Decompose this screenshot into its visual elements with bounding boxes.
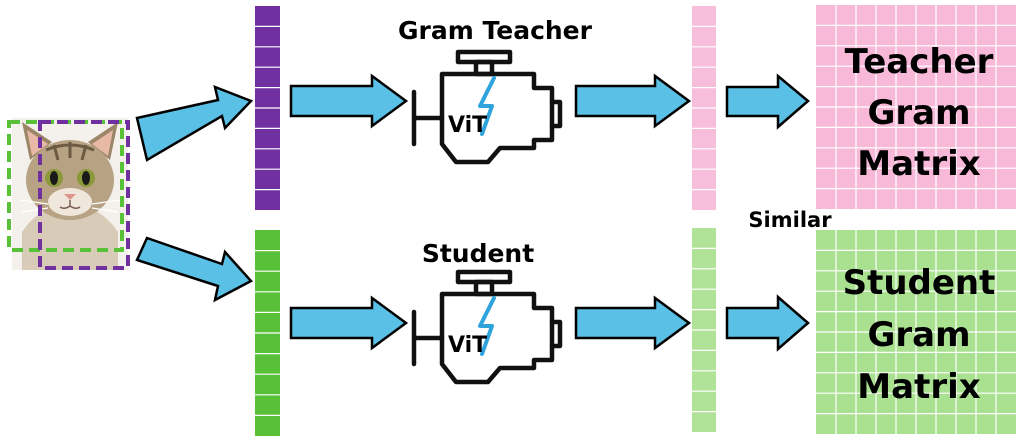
teacher-output-tokens: [692, 6, 716, 210]
arrow-teacher-tokens-to-engine: [289, 73, 409, 129]
student-model-label: Student: [422, 239, 534, 268]
engine-vit-label: ViT: [448, 113, 487, 138]
teacher-matrix-label: Teacher Gram Matrix: [845, 42, 994, 184]
arrow-student-output-to-matrix: [725, 294, 810, 352]
teacher-matrix-line-1: Teacher: [845, 42, 994, 82]
cat-photo-icon: [12, 118, 128, 270]
student-matrix-line-1: Student: [843, 263, 996, 303]
arrows: [135, 73, 810, 352]
arrow-student-engine-to-output: [574, 295, 692, 351]
similar-label: Similar: [748, 208, 832, 232]
student-matrix-line-3: Matrix: [857, 367, 980, 407]
student-gram-matrix: [816, 230, 1016, 434]
arrow-teacher-output-to-matrix: [725, 73, 810, 130]
teacher-engine-icon: ViT: [411, 49, 563, 165]
student-input-tokens: [255, 230, 280, 436]
token-columns: [255, 6, 716, 436]
student-engine-icon: ViT: [411, 269, 563, 385]
arrow-student-tokens-to-engine: [289, 295, 409, 351]
engine-vit-label: ViT: [448, 333, 487, 358]
student-output-tokens: [692, 228, 716, 432]
teacher-input-tokens: [255, 6, 280, 210]
arrow-teacher-engine-to-output: [574, 73, 692, 129]
local-crop-box: [38, 120, 130, 270]
teacher-gram-matrix: [816, 5, 1016, 209]
teacher-matrix-line-3: Matrix: [857, 144, 980, 184]
gram-matrices: [816, 5, 1016, 434]
student-matrix-line-2: Gram: [867, 315, 970, 355]
student-matrix-label: Student Gram Matrix: [843, 263, 996, 407]
input-image: [7, 118, 130, 270]
arrow-input-to-teacher-tokens: [135, 84, 254, 162]
teacher-model-label: Gram Teacher: [398, 16, 593, 45]
teacher-matrix-line-2: Gram: [867, 93, 970, 133]
arrow-input-to-student-tokens: [135, 236, 253, 303]
